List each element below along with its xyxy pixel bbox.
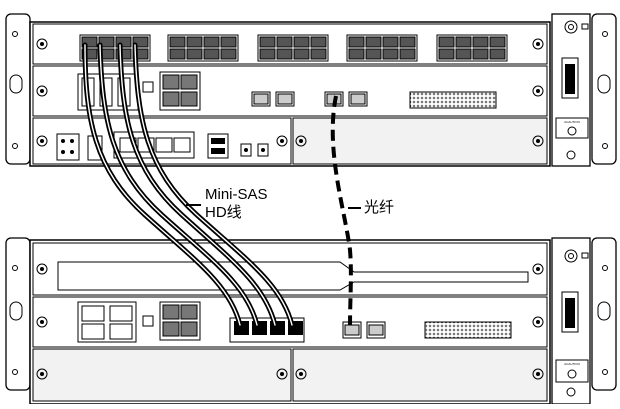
- screw-center: [40, 139, 44, 143]
- caution-text: ACAUTION: [564, 120, 580, 124]
- caution-text: ACAUTION: [564, 362, 580, 366]
- status-led: [581, 252, 589, 259]
- screw: [36, 316, 48, 328]
- rack-ear-right: [591, 237, 617, 391]
- cover-panel: [57, 261, 529, 291]
- rack-hole: [12, 143, 18, 149]
- rack-hole: [12, 31, 18, 37]
- sfp-pair-bottom: [342, 321, 386, 339]
- usb-ports: [207, 133, 229, 159]
- screw-center: [280, 139, 284, 143]
- sfp-pair-a-top: [251, 91, 295, 107]
- sas-cable-label-line2: HD线: [205, 204, 242, 221]
- screw: [36, 38, 48, 50]
- row-blank-right: [292, 348, 548, 402]
- screw: [295, 135, 307, 147]
- rack-slot: [9, 301, 23, 321]
- screw-center: [299, 372, 303, 376]
- screw-center: [40, 320, 44, 324]
- fiber-cable: [330, 95, 353, 326]
- rack-hole: [602, 143, 608, 149]
- handle-grip: [565, 298, 575, 328]
- power-button: [564, 249, 578, 263]
- rack-hole: [602, 31, 608, 37]
- screw: [532, 85, 544, 97]
- sas-port-group-1: [79, 34, 151, 62]
- power-button-inner: [568, 253, 574, 259]
- screw: [566, 387, 576, 397]
- screw: [532, 316, 544, 328]
- rack-ear-left: [5, 13, 31, 165]
- screw: [36, 85, 48, 97]
- sfp-port-block-bottom: [159, 301, 201, 341]
- screw: [36, 135, 48, 147]
- screw: [566, 150, 576, 160]
- screw: [532, 263, 544, 275]
- sfp-port-block-top: [159, 71, 201, 111]
- screw-center: [280, 372, 284, 376]
- screw-center: [40, 372, 44, 376]
- top-chassis: ACAUTION: [5, 13, 617, 167]
- port-label-block: [142, 315, 154, 327]
- rack-hole: [602, 369, 608, 375]
- screw-center: [536, 267, 540, 271]
- key-lock: [567, 369, 577, 379]
- rack-hole: [602, 265, 608, 271]
- serial-connector: [424, 321, 512, 339]
- led-panel: [56, 133, 80, 161]
- rack-ear-right: [591, 13, 617, 165]
- rack-slot: [597, 301, 611, 321]
- rack-hole: [12, 369, 18, 375]
- caution-tag: [555, 359, 589, 383]
- status-led: [581, 23, 589, 30]
- serial-connector: [409, 91, 497, 109]
- mini-sas-hd-cables: [82, 42, 295, 328]
- screw: [532, 135, 544, 147]
- screw-center: [40, 267, 44, 271]
- sas-port-group-5: [436, 34, 508, 62]
- sas-cable-label-line1: Mini-SAS: [205, 186, 268, 203]
- key-lock: [567, 126, 577, 136]
- screw-center: [536, 320, 540, 324]
- power-button-inner: [568, 24, 574, 30]
- screw: [276, 135, 288, 147]
- screw-center: [536, 42, 540, 46]
- screw: [532, 38, 544, 50]
- screw: [36, 368, 48, 380]
- screw-center: [536, 372, 540, 376]
- row-blank-right: [292, 117, 548, 165]
- port-label-block: [142, 81, 154, 93]
- screw: [36, 263, 48, 275]
- screw-center: [536, 89, 540, 93]
- screw: [295, 368, 307, 380]
- sas-port-group-4: [346, 34, 418, 62]
- screw-center: [299, 139, 303, 143]
- screw-center: [40, 42, 44, 46]
- rack-slot: [9, 74, 23, 94]
- row-blank-left: [32, 348, 292, 402]
- caution-tag: [555, 117, 589, 139]
- sas-port-group-2: [167, 34, 239, 62]
- bottom-chassis: ACAUTION: [5, 237, 617, 405]
- rack-slot: [597, 74, 611, 94]
- screw-center: [536, 139, 540, 143]
- screw: [276, 368, 288, 380]
- rack-hole: [12, 265, 18, 271]
- rj45-grid: [77, 301, 137, 343]
- fiber-cable-label: 光纤: [364, 199, 395, 216]
- screw-center: [40, 89, 44, 93]
- handle-grip: [565, 64, 575, 94]
- sas-port-group-3: [257, 34, 329, 62]
- power-button: [564, 20, 578, 34]
- screw: [532, 368, 544, 380]
